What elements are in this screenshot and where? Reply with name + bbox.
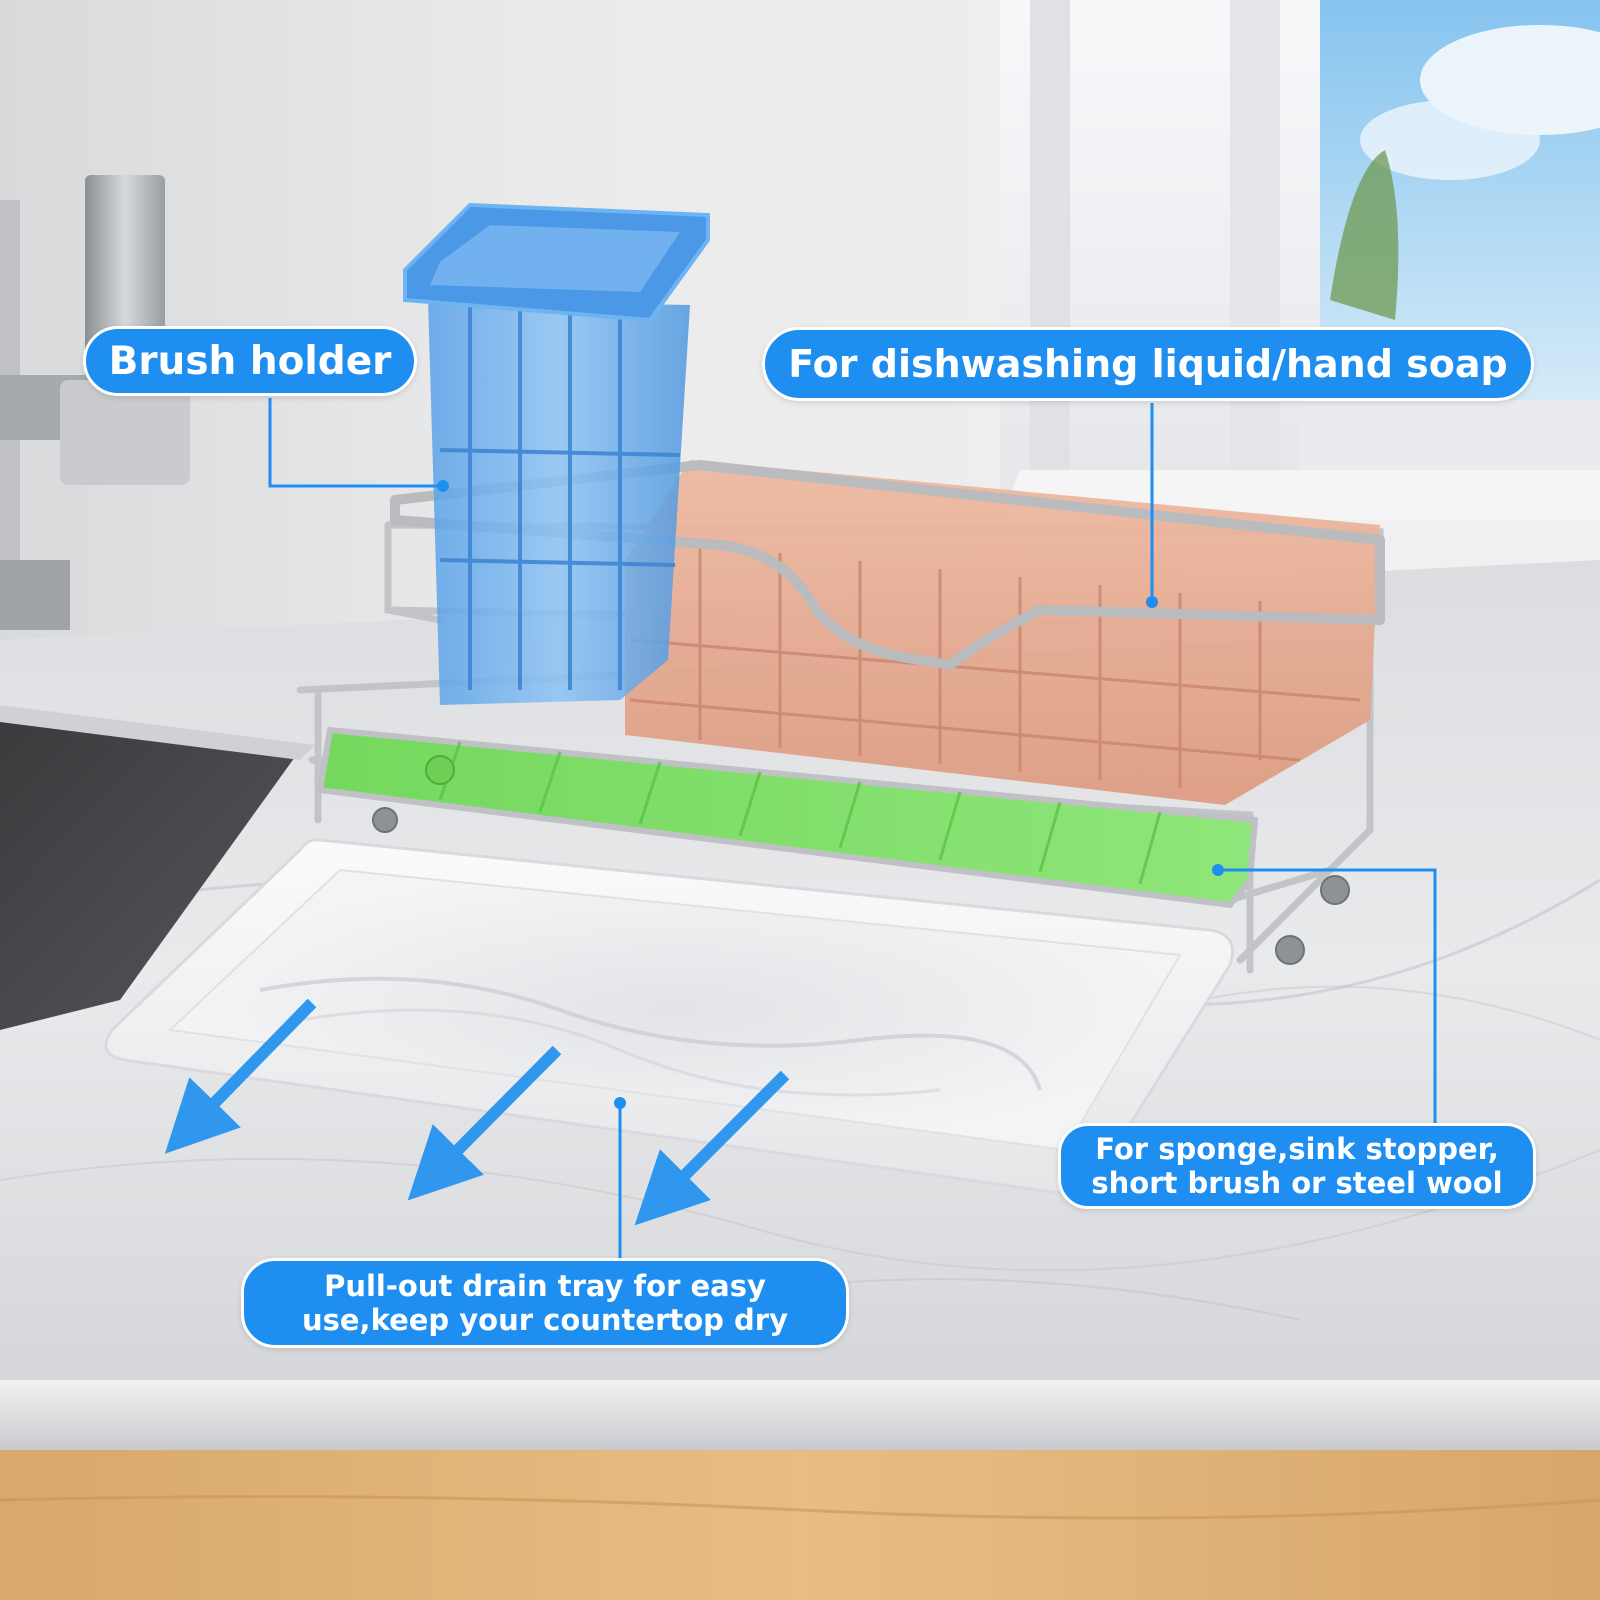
- arrow-right: [634, 1070, 790, 1226]
- callout-brush-holder-text: Brush holder: [108, 338, 392, 384]
- callout-sponge-line-2: short brush or steel wool: [1091, 1166, 1503, 1200]
- callout-tray-line-2: use,keep your countertop dry: [301, 1303, 788, 1337]
- drain-tray: [104, 838, 1234, 1195]
- callout-tray-line-1: Pull-out drain tray for easy: [324, 1268, 766, 1303]
- callout-soap-text: For dishwashing liquid/hand soap: [788, 342, 1508, 386]
- callout-drain-tray: Pull-out drain tray for easy use,keep yo…: [241, 1258, 849, 1348]
- sink: [0, 720, 300, 1030]
- callout-soap: For dishwashing liquid/hand soap: [762, 327, 1534, 401]
- callout-sponge: For sponge,sink stopper, short brush or …: [1058, 1123, 1536, 1209]
- leader-lines: [268, 398, 1437, 1260]
- callout-sponge-line-1: For sponge,sink stopper,: [1095, 1131, 1499, 1166]
- caddy-feet: [372, 807, 1350, 965]
- leader-brush-holder: [268, 398, 443, 488]
- window: [1000, 0, 1600, 520]
- arrow-left: [164, 998, 317, 1154]
- leader-dots: [437, 480, 1224, 1109]
- soap-basket: [390, 460, 1385, 805]
- sponge-tray: [316, 726, 1259, 909]
- counter-edge: [0, 1380, 1600, 1450]
- brush-holder: [403, 202, 710, 705]
- wood-cabinet: [0, 1450, 1600, 1600]
- callout-brush-holder: Brush holder: [83, 326, 417, 396]
- leader-sponge: [1218, 868, 1437, 1125]
- pull-out-arrows: [164, 998, 790, 1226]
- arrow-middle: [407, 1045, 562, 1201]
